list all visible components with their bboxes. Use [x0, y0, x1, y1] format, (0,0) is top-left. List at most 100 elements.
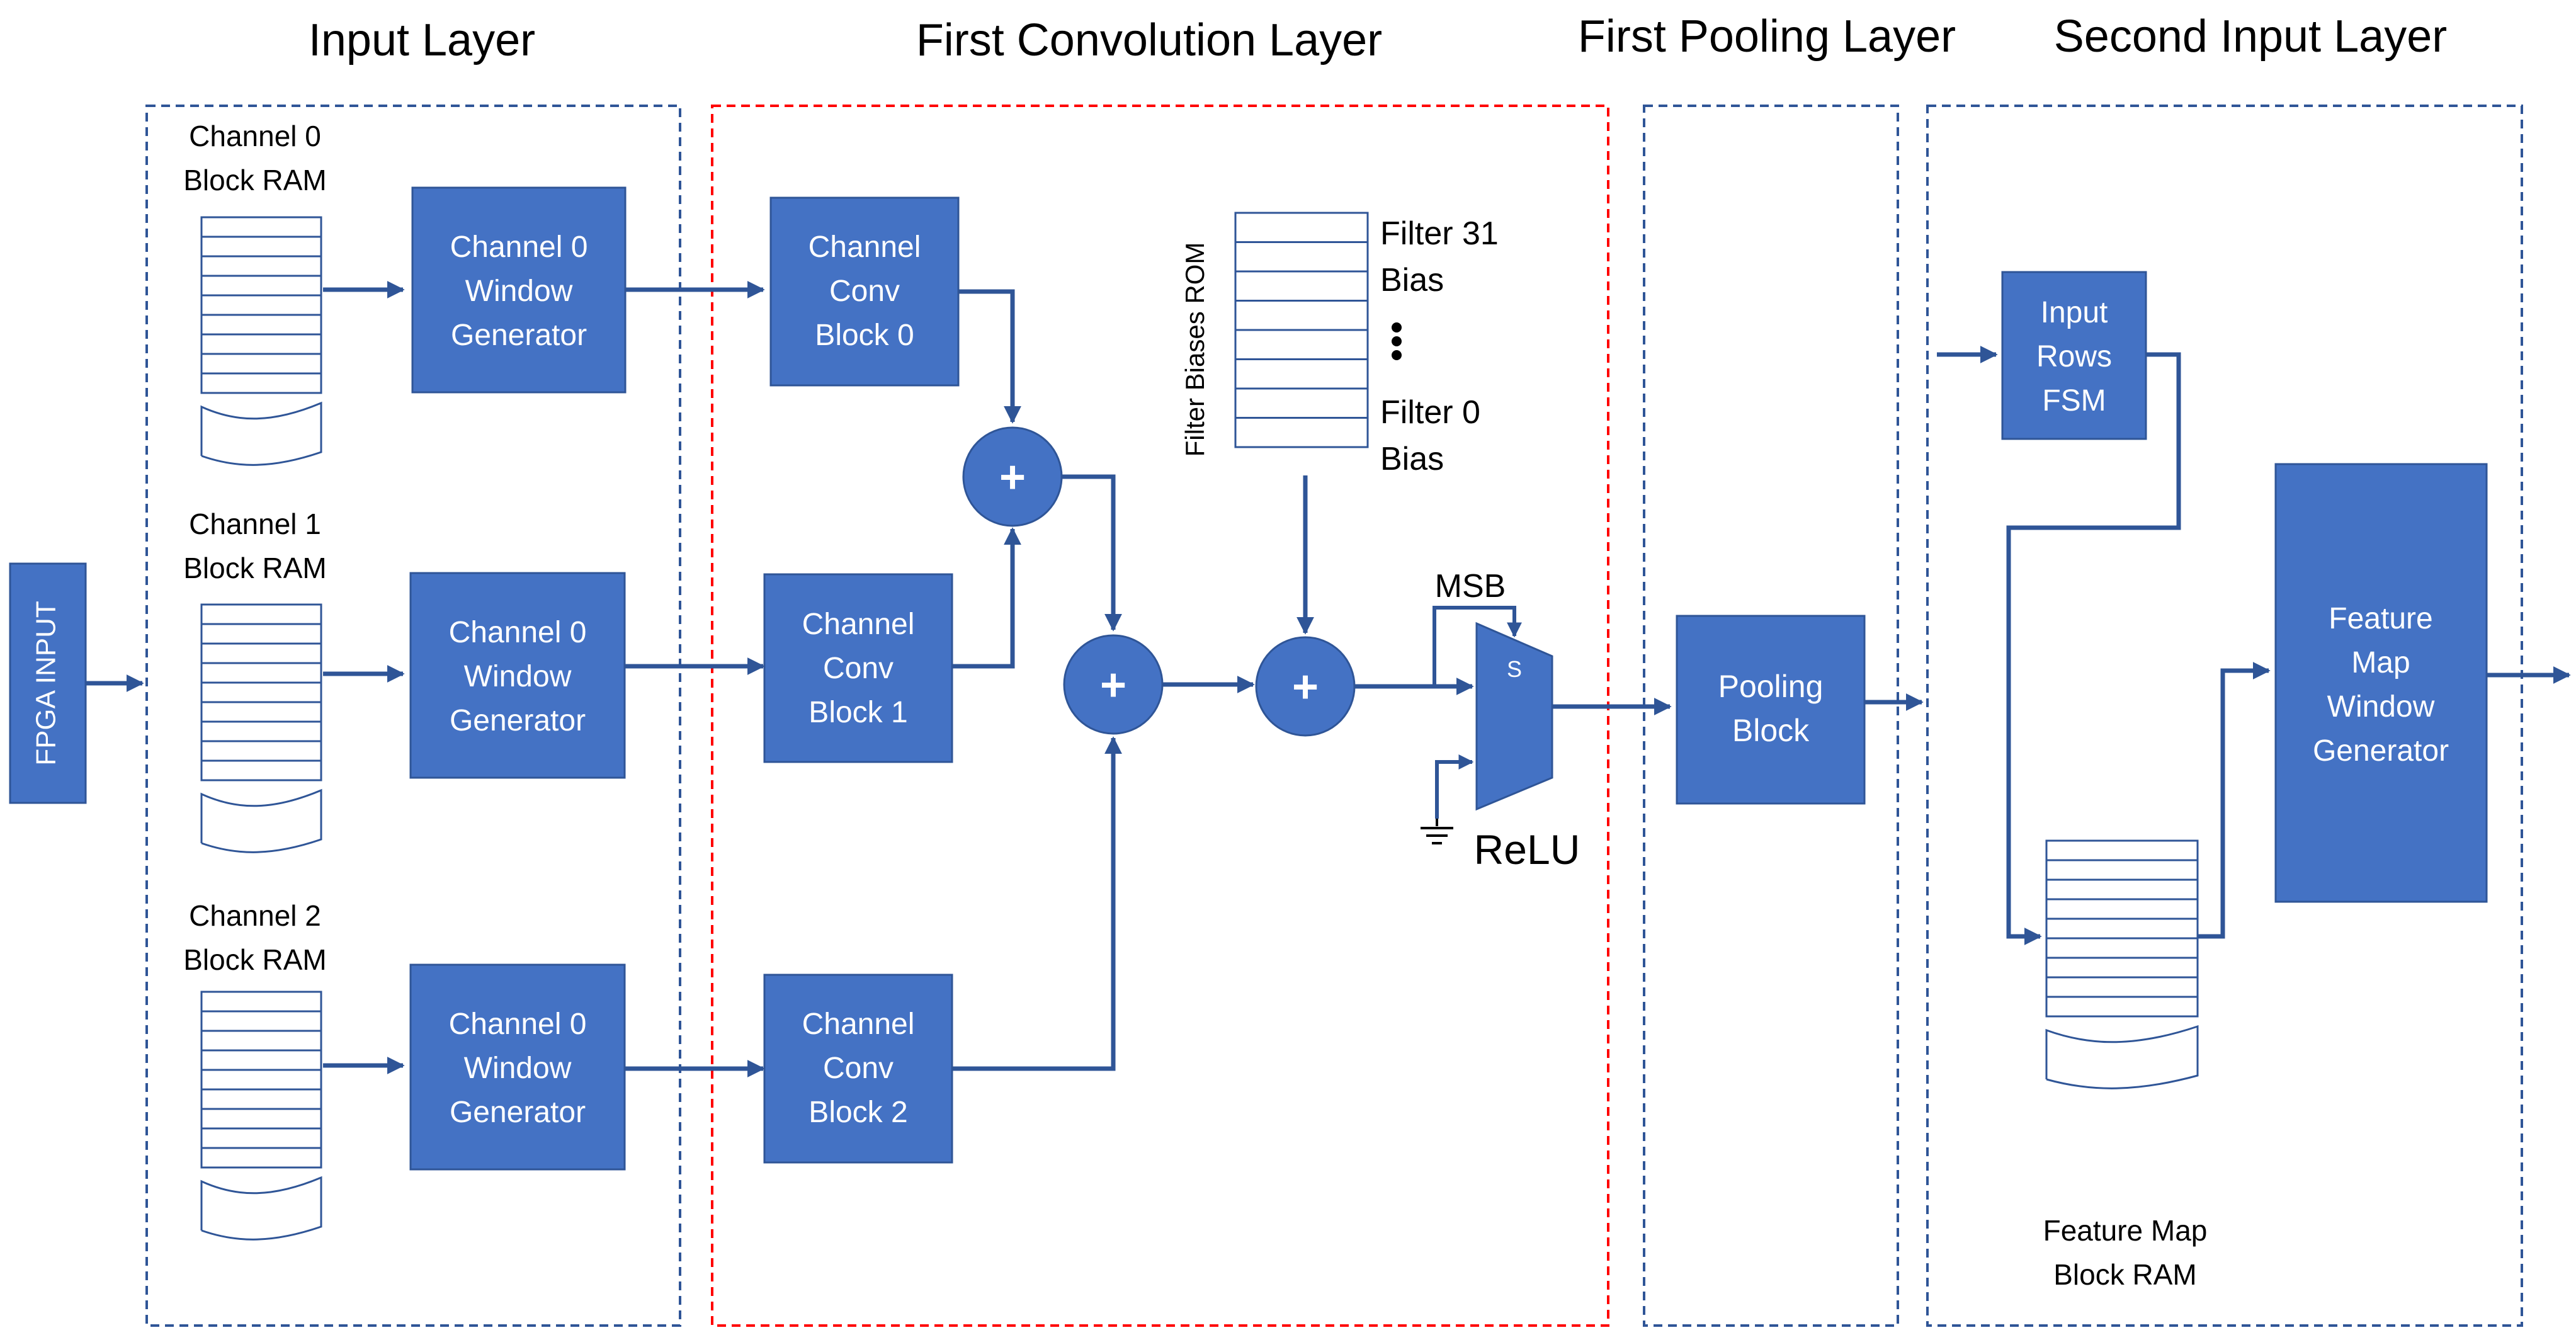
- ram-cell: [2045, 996, 2199, 1018]
- ram-cell: [200, 333, 322, 355]
- conv0-line3: Block 0: [815, 319, 914, 352]
- ram0-label-2: Block RAM: [183, 164, 326, 196]
- relu-mux: [1475, 622, 1553, 811]
- ram-continuation: [200, 401, 322, 466]
- ram-cell: [200, 642, 322, 664]
- rom-cell: [1234, 241, 1369, 273]
- fmwg-line1: Feature: [2329, 602, 2432, 635]
- ram-cell: [200, 720, 322, 742]
- ram-cell: [200, 681, 322, 703]
- pool-layer-frame: [1643, 105, 1899, 1327]
- rom-bottom-line2: Bias: [1380, 441, 1444, 477]
- fpga-input-block: [9, 562, 87, 804]
- conv2-line2: Conv: [823, 1052, 894, 1085]
- fmwg-line4: Generator: [2313, 734, 2449, 768]
- channel1-window-generator: [409, 572, 626, 779]
- conv1-line3: Block 1: [809, 696, 907, 729]
- ram-cell: [200, 1069, 322, 1091]
- channel1-block-ram: [200, 603, 322, 853]
- rom-cell: [1234, 358, 1369, 390]
- rom-top-line2: Bias: [1380, 262, 1444, 298]
- ram-cell: [2045, 917, 2199, 940]
- adder1-to-adder2-wire: [1062, 474, 1122, 632]
- rom-cell: [1234, 212, 1369, 243]
- rom-label: Filter Biases ROM: [1180, 242, 1210, 457]
- ram-cell: [200, 1030, 322, 1052]
- wg2-line1: Channel 0: [449, 1008, 587, 1041]
- conv0-to-adder1-wire: [958, 289, 1021, 424]
- adder-2: [1063, 634, 1164, 735]
- rom-ellipsis-dots: [1392, 322, 1402, 360]
- ground-to-mux-wire: [1435, 754, 1474, 819]
- channel2-block-ram: [200, 991, 322, 1241]
- conv1-line1: Channel: [802, 608, 915, 641]
- ram-cell: [200, 623, 322, 645]
- channel0-window-generator: [411, 186, 627, 394]
- wg2-line2: Window: [464, 1052, 572, 1085]
- wg0-line3: Generator: [451, 319, 587, 352]
- ram-cell: [2045, 976, 2199, 998]
- ram-cell: [200, 603, 322, 625]
- conv-block-1: [763, 573, 953, 763]
- rom-top-line1: Filter 31: [1380, 215, 1499, 252]
- ram-cell: [200, 1108, 322, 1130]
- msb-label: MSB: [1435, 568, 1506, 605]
- pool-layer-title: First Pooling Layer: [1578, 11, 1956, 62]
- input-layer-frame: [145, 105, 681, 1327]
- fsm-line1: Input: [2041, 296, 2108, 329]
- conv0-line1: Channel: [809, 230, 921, 264]
- rom-cell: [1234, 387, 1369, 419]
- ram-cell: [2045, 957, 2199, 979]
- pooling-line2: Block: [1732, 713, 1810, 748]
- adder-2-symbol: +: [1100, 660, 1126, 710]
- second-input-layer-title: Second Input Layer: [2054, 11, 2447, 62]
- ram-cell: [2045, 937, 2199, 959]
- ram-cell: [200, 216, 322, 238]
- wg0-line2: Window: [465, 275, 573, 308]
- fmram-line2: Block RAM: [2053, 1258, 2196, 1291]
- wg2-line3: Generator: [450, 1096, 586, 1129]
- channel0-block-ram: [200, 216, 322, 466]
- ram-cell: [200, 353, 322, 375]
- wg1-line3: Generator: [450, 704, 586, 737]
- conv-layer-frame: [711, 105, 1609, 1327]
- pooling-block: [1676, 615, 1866, 805]
- ram-continuation: [200, 1176, 322, 1241]
- ground-icon: [1421, 819, 1453, 844]
- ram-cell: [200, 236, 322, 258]
- ram-continuation: [2045, 1025, 2199, 1089]
- ram0-label-1: Channel 0: [189, 120, 321, 152]
- ram-cell: [200, 275, 322, 297]
- wg1-line2: Window: [464, 660, 572, 693]
- ram-cell: [2045, 839, 2199, 861]
- ram-cell: [200, 255, 322, 277]
- conv1-line2: Conv: [823, 652, 894, 685]
- ram-cell: [200, 1049, 322, 1071]
- rom-cell: [1234, 329, 1369, 360]
- conv-layer-title: First Convolution Layer: [916, 15, 1382, 65]
- second-input-layer-frame: [1926, 105, 2523, 1327]
- fmram-to-window-wire: [2198, 662, 2271, 939]
- rom-cell: [1234, 417, 1369, 448]
- adder-1-symbol: +: [999, 452, 1026, 503]
- fmram-line1: Feature Map: [2043, 1214, 2208, 1247]
- conv0-line2: Conv: [829, 275, 900, 308]
- ram-continuation: [200, 788, 322, 853]
- input-layer-title: Input Layer: [309, 15, 535, 65]
- mux-select-label: S: [1507, 656, 1522, 682]
- ram1-label-1: Channel 1: [189, 508, 321, 540]
- ram-cell: [2045, 859, 2199, 881]
- ram-cell: [200, 740, 322, 762]
- ram-cell: [200, 372, 322, 394]
- conv2-line3: Block 2: [809, 1096, 907, 1129]
- adder-1: [962, 426, 1063, 527]
- input-rows-fsm: [2001, 271, 2147, 440]
- channel2-window-generator: [409, 963, 626, 1171]
- rom-cell: [1234, 270, 1369, 302]
- pooling-line1: Pooling: [1718, 669, 1824, 704]
- fmwg-line3: Window: [2327, 690, 2435, 724]
- msb-select-wire: [1433, 606, 1522, 686]
- ram-cell: [200, 1147, 322, 1169]
- ram2-label-2: Block RAM: [183, 943, 326, 976]
